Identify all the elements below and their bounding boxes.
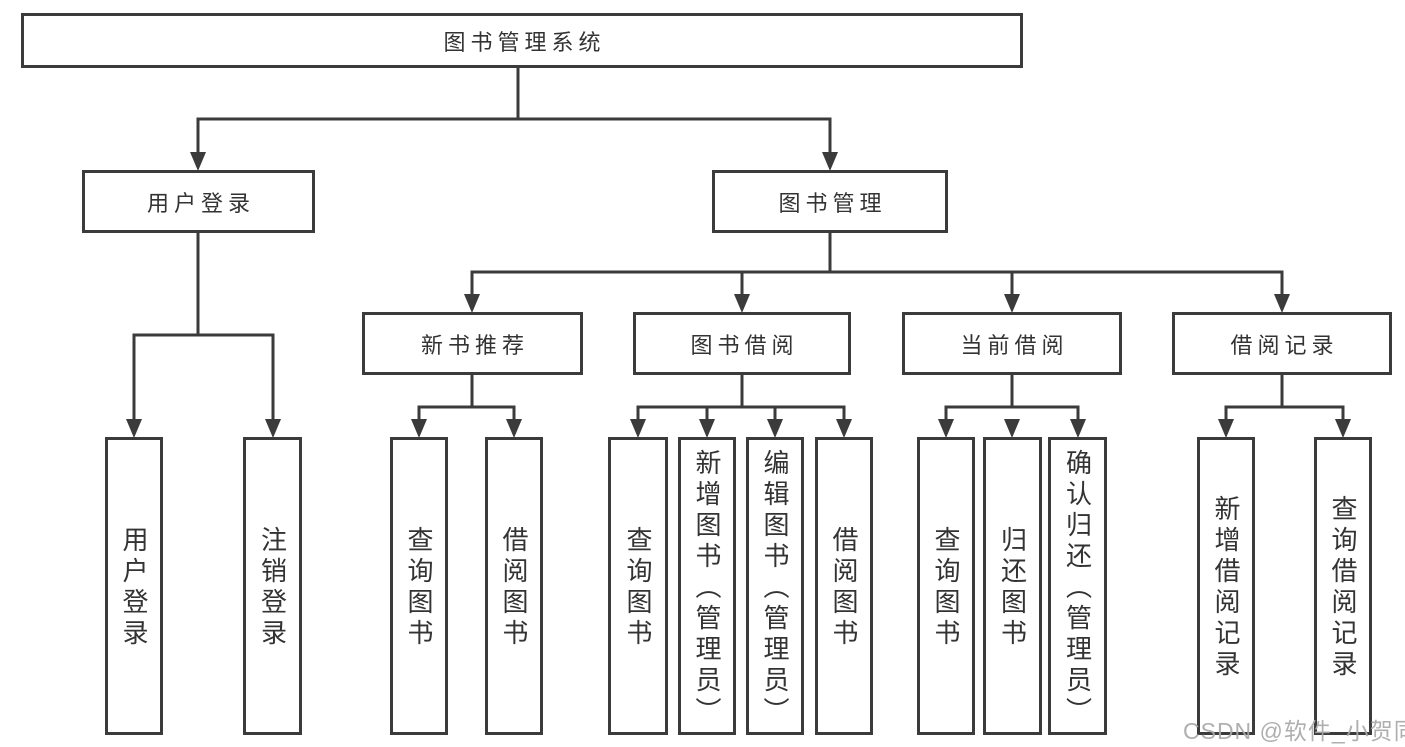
leaf-logout: 注销登录	[243, 437, 302, 735]
node-user-login: 用户登录	[82, 170, 315, 233]
node-book-borrow: 图书借阅	[633, 312, 851, 375]
leaf-confirm-return-admin: 确认归还（管理员）	[1048, 437, 1107, 735]
node-current-borrow: 当前借阅	[902, 312, 1122, 375]
leaf-add-books-admin: 新增图书（管理员）	[678, 437, 736, 735]
leaf-user-login: 用户登录	[105, 437, 163, 735]
leaf-return-books: 归还图书	[983, 437, 1042, 735]
node-root-system: 图书管理系统	[21, 13, 1023, 68]
node-book-management: 图书管理	[712, 170, 948, 233]
leaf-query-books-recommend: 查询图书	[390, 437, 448, 735]
csdn-watermark: CSDN @软件_小贺同学	[1183, 718, 1405, 744]
node-borrow-records: 借阅记录	[1172, 312, 1392, 375]
leaf-borrow-books-recommend: 借阅图书	[485, 437, 543, 735]
leaf-query-books-borrow: 查询图书	[608, 437, 668, 735]
leaf-query-books-current: 查询图书	[917, 437, 975, 735]
leaf-query-borrow-record: 查询借阅记录	[1314, 437, 1372, 735]
leaf-add-borrow-record: 新增借阅记录	[1197, 437, 1255, 735]
leaf-borrow-books: 借阅图书	[815, 437, 873, 735]
leaf-edit-books-admin: 编辑图书（管理员）	[746, 437, 804, 735]
arrowheads	[126, 152, 1351, 438]
node-new-book-recommend: 新书推荐	[362, 312, 583, 375]
